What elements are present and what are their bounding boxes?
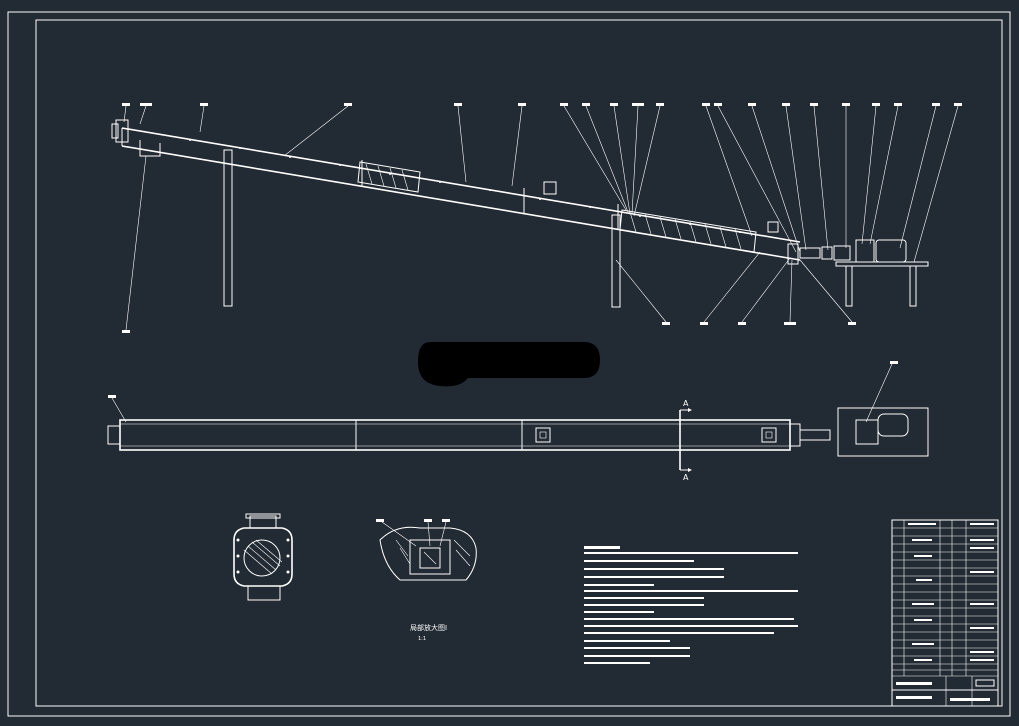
plan-view: A A xyxy=(107,361,929,482)
plan-head-end xyxy=(107,425,121,445)
discharge-chute xyxy=(139,140,161,157)
trough-housing xyxy=(233,527,293,587)
drive-bench-top xyxy=(835,261,929,267)
plan-drive-bench xyxy=(837,407,929,457)
head-end-bearing xyxy=(115,119,129,143)
inner-frame xyxy=(35,19,1003,707)
detail-scale: 1:1 xyxy=(418,636,426,642)
plan-tube xyxy=(119,419,791,451)
inlet-box-1 xyxy=(543,181,557,195)
leader-lines-top xyxy=(123,105,959,263)
outer-frame xyxy=(7,11,1011,717)
technical-notes xyxy=(584,546,798,664)
leader-lines-bottom xyxy=(125,155,853,331)
parts-list-table xyxy=(891,519,999,707)
tube-top-edge xyxy=(121,127,801,243)
plan-coupling xyxy=(799,429,831,441)
plan-tail-end xyxy=(789,423,801,447)
plan-inlet-1 xyxy=(535,427,551,443)
redaction-mask xyxy=(418,342,600,387)
reducer xyxy=(833,245,851,261)
support-leg-2 xyxy=(611,214,621,308)
section-label-top: A xyxy=(683,399,689,408)
elevation-view xyxy=(111,103,962,333)
section-a-a-view xyxy=(233,513,293,601)
tail-end-bearing xyxy=(787,243,799,265)
bench-leg-left xyxy=(845,265,853,307)
support-leg-1 xyxy=(223,149,233,307)
plan-motor xyxy=(877,413,909,437)
plan-gearbox xyxy=(855,419,879,445)
inlet-box-2 xyxy=(767,221,779,233)
screw-shaft-circle xyxy=(243,539,281,577)
balloon-marks xyxy=(122,103,962,333)
section-label-bottom: A xyxy=(683,473,689,482)
coupling xyxy=(799,247,821,259)
detail-caption: 局部放大图Ⅰ xyxy=(410,623,447,632)
cutaway-screw-1 xyxy=(357,161,421,193)
detail-view: 局部放大图Ⅰ 1:1 xyxy=(376,519,477,642)
tube-bolt-dots xyxy=(189,139,741,233)
plan-inlet-2 xyxy=(761,427,777,443)
bench-leg-right xyxy=(909,265,917,307)
gearbox xyxy=(855,239,875,263)
cutaway-screw-2 xyxy=(619,209,757,253)
detail-outline xyxy=(379,526,477,581)
